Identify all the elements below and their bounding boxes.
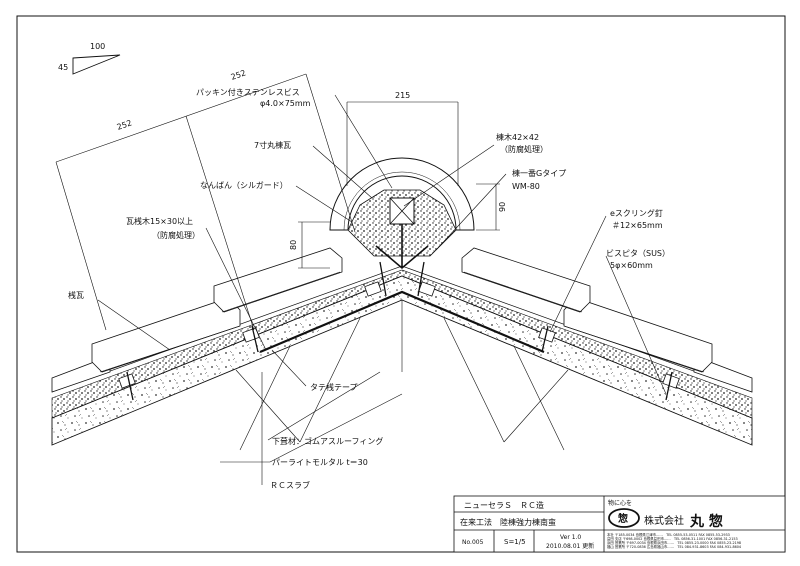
label-screw-size: φ4.0×75mm: [260, 99, 311, 108]
label-mortar: パーライトモルタル t＝30: [272, 458, 368, 467]
left-roof-tiles: [51, 247, 343, 393]
dim-rafter-left: 252: [116, 118, 133, 131]
label-bis: ビスピタ（SUS）: [606, 249, 670, 258]
tb-contact-3: 浜田 営業所 〒697-0034 島根県浜田市…… TEL 0855-23-00…: [607, 540, 741, 545]
tb-slogan: 物に心を: [608, 499, 632, 507]
dim-cap-height: 90: [498, 202, 507, 212]
tb-date: 2010.08.01 更新: [546, 542, 594, 550]
label-ridge-cap: 7寸丸棟瓦: [254, 140, 291, 150]
tb-contact-2: 益田 支店 〒698-0002 島根県益田市…… TEL 0856-31-100…: [607, 536, 738, 541]
sheet-border: [16, 15, 786, 553]
label-slab: ＲＣスラブ: [270, 480, 310, 490]
fasteners: [126, 261, 673, 401]
dim-ridge-width: 215: [395, 91, 410, 100]
label-tape: タテ桟テープ: [310, 382, 358, 392]
label-ridge-tile: 桟瓦: [68, 290, 84, 300]
right-roof-tiles: [461, 247, 753, 393]
label-screw: パッキン付きステンレスビス: [196, 87, 300, 97]
dim-rafter-top: 252: [230, 68, 247, 81]
label-bis-size: 5φ×60mm: [610, 261, 653, 270]
label-wm: WM-80: [512, 182, 540, 191]
tile-battens: [118, 281, 680, 389]
label-ridge-wood-note: （防腐処理）: [500, 144, 548, 154]
tb-method: 在来工法 陸棟強力棟南蛮: [460, 517, 556, 527]
logo-char: 惣: [618, 512, 628, 525]
slope-run: 100: [90, 42, 105, 51]
tb-company-name: 丸 惣: [689, 513, 723, 530]
tb-contact-4: 福山 営業所 〒720-0836 広島県福山市…… TEL 084-931-86…: [607, 544, 741, 549]
label-nanban: なんばん（シルガード）: [200, 180, 288, 190]
label-ridge-wood: 棟木42×42: [496, 132, 539, 142]
tb-version: Ver 1.0: [560, 534, 581, 541]
slope-indicator: 100 45: [58, 42, 121, 75]
tb-drawing-no: No.005: [462, 539, 484, 546]
tb-product: ニューセラＳ ＲＣ造: [464, 500, 544, 510]
ridge-cap: [329, 157, 475, 270]
company-logo: 惣: [608, 508, 640, 528]
tb-scale: S=1/5: [504, 538, 526, 546]
tb-contact-1: 本社 〒185-0034 島根県江津市…… TEL 0855-53-0511 F…: [607, 532, 730, 537]
label-underlay: 下葺材：ゴムアスルーフィング: [272, 436, 383, 446]
mortar-layer: [51, 269, 753, 419]
dimension-lines: [55, 73, 500, 331]
tate-tape: [259, 290, 545, 354]
tb-company: 株式会社: [644, 514, 684, 527]
leader-lines: [97, 94, 667, 485]
slope-rise: 45: [58, 63, 68, 72]
dim-left-height: 80: [289, 240, 298, 250]
slab-rafters: [235, 300, 569, 451]
label-batten-note: （防腐処理）: [152, 230, 200, 240]
label-batten: 瓦桟木15×30以上: [126, 216, 193, 226]
label-ring-nail-size: ＃12×65mm: [612, 221, 663, 230]
label-ring-nail: eスクリング釘: [610, 208, 663, 218]
label-g-type: 棟一番Gタイプ: [512, 168, 566, 178]
